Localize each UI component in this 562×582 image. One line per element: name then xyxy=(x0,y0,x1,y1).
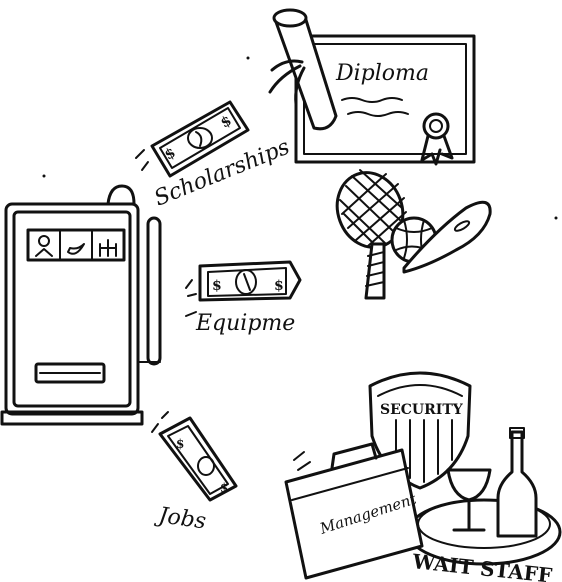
sports-equipment-icon xyxy=(327,163,490,298)
svg-text:$: $ xyxy=(274,278,284,294)
jobs-label: Jobs xyxy=(153,503,207,535)
diploma-icon: Diploma xyxy=(270,10,474,164)
wine-bottle-icon xyxy=(498,428,536,536)
security-label: SECURITY xyxy=(380,402,464,418)
svg-text:$: $ xyxy=(176,437,184,451)
svg-text:$: $ xyxy=(220,481,228,495)
equipment-money-bill-icon: $ $ xyxy=(186,262,300,300)
equipment-label: Equipme xyxy=(195,311,295,336)
diploma-label: Diploma xyxy=(335,61,429,86)
svg-text:$: $ xyxy=(212,278,222,294)
slot-machine-icon xyxy=(2,186,160,424)
jobs-money-bill-icon: $ $ xyxy=(152,412,236,500)
